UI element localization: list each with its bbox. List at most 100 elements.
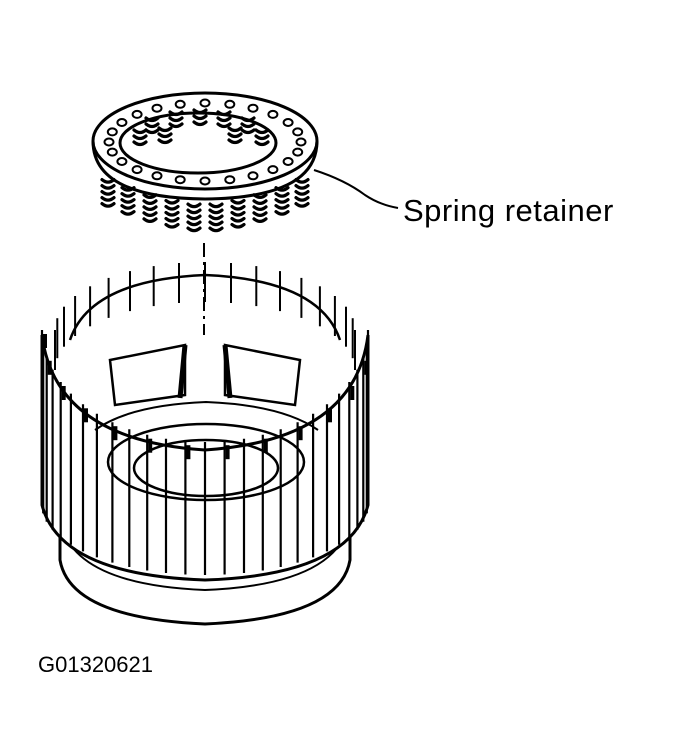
- spline-notch: [350, 386, 355, 400]
- retainer-hole: [282, 118, 294, 127]
- spring-coil: [164, 222, 180, 229]
- retainer-hole: [247, 171, 259, 181]
- spring: [254, 128, 270, 147]
- spline-notch: [225, 445, 230, 460]
- spring: [240, 116, 256, 135]
- callout-leader-line: [313, 169, 399, 209]
- spring: [142, 193, 158, 223]
- spring-coil: [208, 220, 224, 227]
- spring: [227, 126, 243, 145]
- spring: [120, 186, 136, 216]
- spring-coil: [132, 134, 148, 141]
- spring: [230, 198, 246, 229]
- spring: [100, 178, 116, 208]
- spring-coil: [294, 184, 310, 190]
- spring-coil: [254, 140, 270, 147]
- retainer-hole: [247, 103, 259, 113]
- retainer-hole: [103, 137, 115, 147]
- spring-coil: [216, 122, 232, 129]
- spring: [164, 198, 180, 229]
- spring-coil: [168, 116, 184, 123]
- spring-coil: [100, 202, 116, 208]
- spring-coil: [192, 120, 208, 127]
- retainer-hole: [292, 127, 304, 137]
- spring: [157, 126, 173, 145]
- spring-coil: [274, 204, 290, 210]
- retainer-hole: [151, 171, 163, 181]
- spring-coil: [230, 204, 246, 211]
- spring-retainer-icon: [91, 91, 319, 233]
- spline-notch: [61, 386, 66, 400]
- drum-inner-lug-shade-r: [222, 344, 233, 399]
- spring: [216, 110, 232, 129]
- spring-coil: [142, 217, 158, 223]
- retainer-hole: [224, 175, 236, 185]
- spring-coil: [168, 122, 184, 129]
- spline-notch: [84, 408, 88, 423]
- spring-coil: [230, 216, 246, 223]
- spring: [186, 202, 202, 233]
- spring-coil: [157, 126, 173, 133]
- inner-springs: [132, 108, 270, 147]
- spring-retainer-label: Spring retainer: [403, 193, 614, 228]
- spring-coil: [294, 202, 310, 208]
- spring-coil: [100, 184, 116, 190]
- spring-coil: [240, 122, 256, 129]
- spring-coil: [186, 214, 202, 221]
- spline-notch: [328, 408, 332, 423]
- spring: [294, 178, 310, 208]
- spring-coil: [192, 114, 208, 121]
- spring-coil: [142, 199, 158, 205]
- spring-coil: [164, 216, 180, 223]
- spring-coil: [100, 190, 116, 196]
- spring-coil: [208, 226, 224, 233]
- retainer-hole: [224, 99, 236, 109]
- spring-coil: [240, 116, 256, 123]
- spring: [192, 108, 208, 127]
- spring-coil: [208, 208, 224, 215]
- spring-coil: [164, 198, 180, 205]
- retainer-hole: [131, 165, 143, 175]
- spring-coil: [216, 110, 232, 117]
- retainer-hole: [151, 103, 163, 113]
- spring-coil: [252, 217, 268, 223]
- spring-coil: [227, 138, 243, 145]
- spring-coil: [208, 214, 224, 221]
- spring-coil: [252, 199, 268, 205]
- spline-notch: [43, 334, 47, 348]
- retainer-hole: [106, 147, 118, 157]
- retainer-hole: [267, 109, 279, 119]
- lower-springs: [100, 178, 310, 233]
- spring-coil: [186, 220, 202, 227]
- retainer-hole: [116, 118, 128, 127]
- retainer-hole: [199, 98, 211, 108]
- spring-coil: [274, 210, 290, 216]
- spring-coil: [144, 122, 160, 129]
- spring-coil: [164, 204, 180, 211]
- spring-coil: [168, 110, 184, 117]
- spring-coil: [230, 210, 246, 217]
- spring-coil: [252, 205, 268, 211]
- spring: [168, 110, 184, 129]
- spline-notch: [263, 438, 268, 453]
- retainer-hole: [131, 109, 143, 119]
- drum-inner-lug-shade-l: [177, 344, 188, 399]
- spring-coil: [186, 208, 202, 215]
- spring-coil: [216, 116, 232, 123]
- spring-coil: [294, 190, 310, 196]
- spring-coil: [120, 198, 136, 204]
- figure-id: G01320621: [38, 652, 153, 677]
- spring-coil: [230, 198, 246, 205]
- spring-coil: [157, 138, 173, 145]
- retainer-hole: [199, 176, 211, 186]
- spring-coil: [132, 140, 148, 147]
- spring-coil: [142, 211, 158, 217]
- retainer-holes: [103, 98, 307, 186]
- spring-coil: [230, 222, 246, 229]
- retainer-hole: [116, 157, 128, 166]
- retainer-hole: [295, 137, 307, 147]
- spring-coil: [186, 202, 202, 209]
- spring-coil: [252, 211, 268, 217]
- retainer-hole: [292, 147, 304, 157]
